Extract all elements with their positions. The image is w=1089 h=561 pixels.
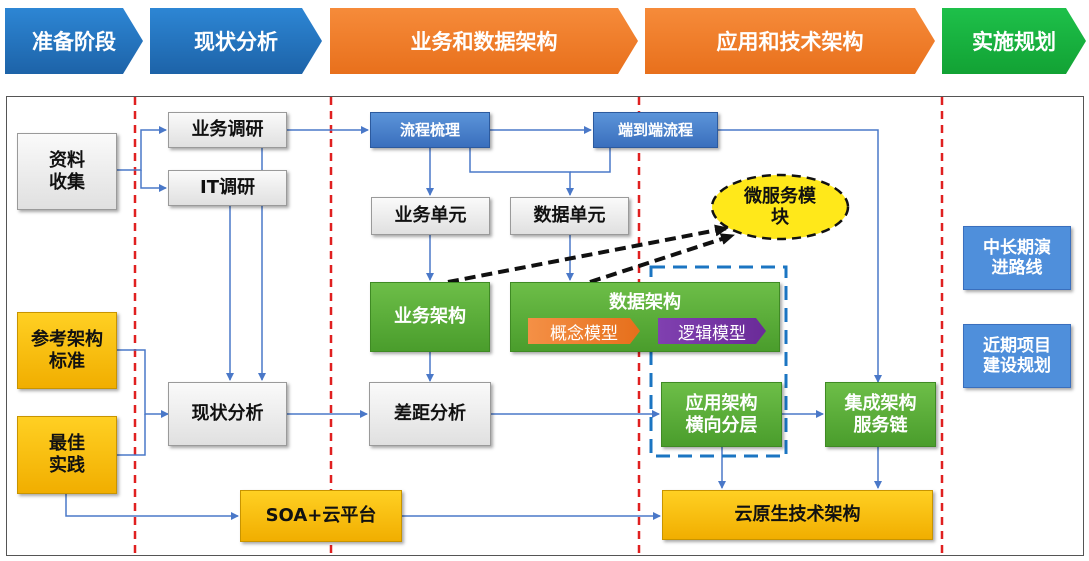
concept-model-tag: 概念模型 bbox=[528, 318, 640, 344]
business-unit-box: 业务单元 bbox=[371, 197, 490, 235]
data-unit-box: 数据单元 bbox=[510, 197, 629, 235]
logic-model-label: 逻辑模型 bbox=[678, 323, 746, 344]
data-collection-box: 资料 收集 bbox=[17, 133, 117, 210]
stage-label: 应用和技术架构 bbox=[716, 30, 864, 54]
reference-architecture-box: 参考架构 标准 bbox=[17, 312, 117, 389]
end-to-end-process-box: 端到端流程 bbox=[593, 112, 718, 148]
stage-label: 业务和数据架构 bbox=[410, 30, 558, 54]
soa-cloud-platform-box: SOA+云平台 bbox=[240, 490, 402, 542]
microservice-module-label: 微服务模 块 bbox=[744, 186, 816, 228]
process-sorting-box: 流程梳理 bbox=[370, 112, 490, 148]
microservice-ellipse bbox=[710, 173, 850, 241]
stage-prepare: 准备阶段 bbox=[5, 8, 143, 74]
stage-business-data-arch: 业务和数据架构 bbox=[330, 8, 638, 74]
gap-analysis-box: 差距分析 bbox=[369, 382, 491, 446]
cloud-native-architecture-box: 云原生技术架构 bbox=[662, 490, 933, 540]
stage-label: 现状分析 bbox=[194, 30, 278, 54]
business-research-box: 业务调研 bbox=[168, 112, 287, 148]
near-term-plan-box: 近期项目 建设规划 bbox=[963, 324, 1071, 388]
mid-long-term-roadmap-box: 中长期演 进路线 bbox=[963, 226, 1071, 290]
stage-label: 实施规划 bbox=[972, 30, 1056, 54]
logic-model-tag: 逻辑模型 bbox=[658, 318, 766, 344]
stage-current-analysis: 现状分析 bbox=[150, 8, 322, 74]
concept-model-label: 概念模型 bbox=[550, 323, 618, 344]
data-architecture-label: 数据架构 bbox=[609, 292, 681, 313]
business-architecture-box: 业务架构 bbox=[370, 282, 490, 352]
application-architecture-box: 应用架构 横向分层 bbox=[661, 382, 782, 447]
stage-label: 准备阶段 bbox=[32, 30, 116, 54]
microservice-links bbox=[447, 224, 735, 284]
best-practice-box: 最佳 实践 bbox=[17, 416, 117, 494]
stage-implementation-plan: 实施规划 bbox=[942, 8, 1086, 74]
current-analysis-box: 现状分析 bbox=[168, 382, 287, 446]
integration-architecture-box: 集成架构 服务链 bbox=[825, 382, 936, 447]
stage-app-tech-arch: 应用和技术架构 bbox=[645, 8, 935, 74]
it-research-box: IT调研 bbox=[168, 170, 287, 206]
app-layer-dashed-frame bbox=[649, 265, 788, 458]
diagram-frame bbox=[6, 96, 1084, 556]
